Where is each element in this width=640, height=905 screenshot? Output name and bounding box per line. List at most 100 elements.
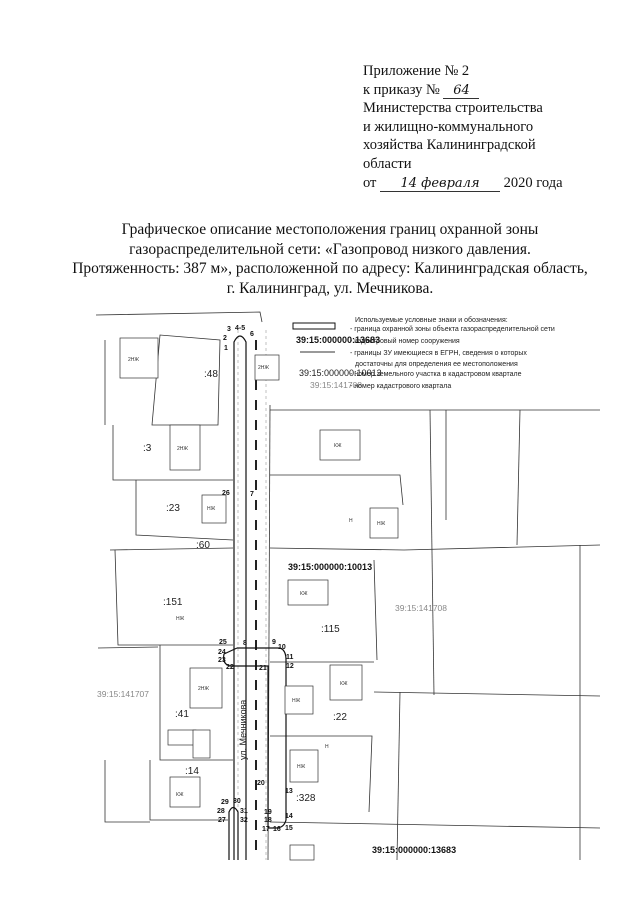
protection-zone-boundary (223, 335, 287, 860)
building-label: НЖ (297, 764, 306, 770)
point-number: 15 (285, 825, 293, 832)
point-number: 25 (219, 639, 227, 646)
title-line-3: Протяженность: 387 м», расположенной по … (72, 260, 588, 277)
parcel-label: :14 (185, 766, 199, 777)
building-label: 2НЖ (128, 357, 139, 363)
point-number: 28 (217, 808, 225, 815)
point-number: 21 (259, 665, 267, 672)
road-edges (237, 330, 267, 860)
point-number: 10 (278, 644, 286, 651)
legend-item: достаточны для определения ее местополож… (355, 361, 518, 368)
order-number-handwritten: 64 (443, 83, 480, 99)
legend-structure-number: 39:15:000000:13683 (296, 335, 380, 345)
point-number: 30 (233, 798, 241, 805)
point-number: 27 (218, 817, 226, 824)
parcel-label: :23 (166, 503, 180, 514)
quarter-label: 39:15:141708 (395, 603, 447, 613)
parcel-label: :48 (204, 369, 218, 380)
point-number: 26 (222, 490, 230, 497)
building-label: 2НЖ (258, 365, 269, 371)
order-line: к приказу № 64 (363, 81, 563, 100)
ministry-line-3: хозяйства Калининградской (363, 137, 536, 154)
date-year: 2020 года (503, 174, 563, 191)
zone-point-numbers: 1 2 3 4-5 6 7 26 8 9 10 11 12 21 22 23 2… (217, 325, 294, 833)
order-prefix: к приказу № (363, 81, 440, 98)
document-title: Графическое описание местоположения гран… (60, 220, 600, 298)
point-number: 29 (221, 799, 229, 806)
buildings (119, 337, 399, 861)
point-number: 7 (250, 491, 254, 498)
point-number: 9 (272, 639, 276, 646)
point-number: 18 (264, 817, 272, 824)
ministry-line-4: области (363, 155, 412, 172)
building-label: КЖ (340, 681, 348, 687)
appendix-header: Приложение № 2 к приказу № 64 Министерст… (363, 62, 563, 192)
title-line-2: газораспределительной сети: «Газопровод … (129, 240, 531, 258)
building-label: НЖ (207, 506, 216, 512)
point-number: 20 (257, 780, 265, 787)
point-number: 14 (285, 813, 293, 820)
parcel-label: :328 (296, 793, 316, 804)
parcel-label: :151 (163, 597, 183, 608)
title-line-4: г. Калининград, ул. Мечникова. (226, 279, 434, 297)
point-number: 22 (226, 664, 234, 671)
building-label: Н (325, 744, 329, 750)
building-label: НЖ (377, 521, 386, 527)
building-label: НЖ (292, 698, 301, 704)
point-number: 32 (240, 817, 248, 824)
building-label: КЖ (334, 443, 342, 449)
map-legend: Используемые условные знаки и обозначени… (292, 316, 555, 390)
parcel-label: :60 (196, 540, 210, 551)
building-label: 2НЖ (198, 686, 209, 692)
street-label: ул. Мечникова (238, 700, 248, 760)
appendix-title: Приложение № 2 (363, 63, 470, 79)
point-number: 4-5 (235, 325, 245, 332)
parcel-labels: :48 :3 :23 :60 :151 :115 :41 :22 :14 :32… (143, 369, 347, 804)
legend-item: - номер кадастрового квартала (350, 383, 451, 390)
date-line: от 14 февраля 2020 года (363, 174, 563, 193)
parcel-label: :3 (143, 443, 152, 454)
point-number: 13 (285, 788, 293, 795)
building-label: 2НЖ (177, 446, 188, 452)
ministry-line-2: и жилищно-коммунального (363, 118, 534, 135)
building-label: КЖ (300, 591, 308, 597)
legend-item: - границы ЗУ имеющиеся в ЕГРН, сведения … (350, 350, 527, 357)
legend-item: - номер земельного участка в кадастровом… (350, 371, 522, 378)
point-number: 16 (273, 826, 281, 833)
point-number: 11 (286, 654, 294, 661)
building-label: НЖ (176, 616, 185, 622)
parcel-label: :41 (175, 709, 189, 720)
parcel-boundaries (95, 311, 601, 861)
date-handwritten: 14 февраля (380, 176, 501, 192)
ministry-line-1: Министерства строительства (363, 100, 543, 117)
title-line-1: Графическое описание местоположения гран… (121, 221, 539, 238)
parcel-number-label: 39:15:000000:10013 (288, 562, 372, 572)
legend-parcel-number: 39:15:000000:10013 (299, 368, 382, 378)
point-number: 12 (286, 663, 294, 670)
point-number: 8 (243, 640, 247, 647)
point-number: 2 (223, 335, 227, 342)
building-label: КЖ (176, 792, 184, 798)
parcel-label: :115 (321, 624, 340, 635)
point-number: 1 (224, 345, 228, 352)
point-number: 3 (227, 326, 231, 333)
point-number: 17 (262, 826, 270, 833)
legend-item: - граница охранной зоны объекта газорасп… (350, 325, 555, 333)
point-number: 6 (250, 331, 254, 338)
point-number: 23 (218, 657, 226, 664)
parcel-label: :22 (333, 712, 347, 723)
point-number: 31 (240, 808, 248, 815)
building-labels: 2НЖ 2НЖ 2НЖ НЖ КЖ НЖ Н КЖ НЖ 2НЖ НЖ КЖ Н… (128, 357, 386, 798)
structure-number-label: 39:15:000000:13683 (372, 845, 456, 855)
legend-zone-symbol (292, 322, 336, 330)
legend-quarter-number: 39:15:141708 (310, 380, 362, 390)
point-number: 24 (218, 649, 226, 656)
legend-item: - кадастровый номер сооружения (350, 337, 460, 345)
date-prefix: от (363, 174, 377, 191)
legend-heading: Используемые условные знаки и обозначени… (355, 316, 508, 324)
point-number: 19 (264, 809, 272, 816)
map-labels: 39:15:000000:10013 39:15:141708 39:15:14… (97, 562, 456, 855)
quarter-label: 39:15:141707 (97, 689, 149, 699)
building-label: Н (349, 518, 353, 524)
